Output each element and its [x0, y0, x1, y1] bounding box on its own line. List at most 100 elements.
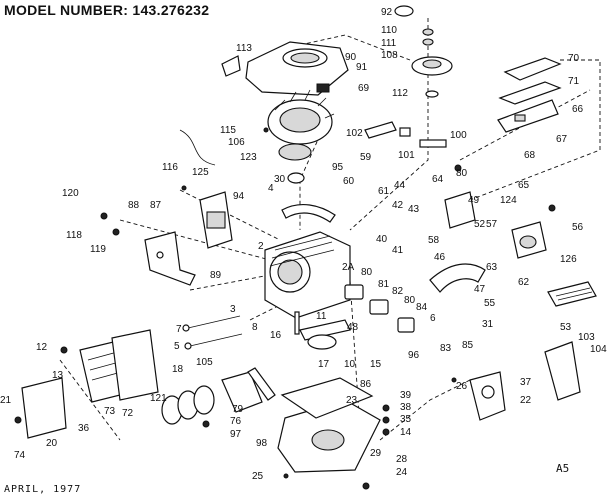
- piston-rings: [161, 371, 263, 425]
- part-callout-label: 104: [590, 344, 607, 355]
- crankshaft: [294, 311, 351, 350]
- part-callout-label: 49: [468, 195, 480, 206]
- part-callout-label: 126: [560, 254, 577, 265]
- gasket-set: [344, 284, 415, 333]
- part-callout-label: 92: [381, 7, 393, 18]
- part-callout-label: 80: [361, 267, 373, 278]
- part-callout-label: 30: [274, 174, 286, 185]
- part-callout-label: 43: [408, 204, 420, 215]
- part-callout-label: 3: [230, 304, 236, 315]
- part-callout-label: 111: [381, 38, 397, 49]
- part-callout-label: 69: [358, 83, 370, 94]
- cylinder-block: [264, 231, 351, 319]
- part-callout-label: 88: [128, 200, 140, 211]
- part-callout-label: 102: [346, 128, 363, 139]
- part-callout-label: 48: [347, 322, 359, 333]
- part-callout-label: 20: [46, 438, 58, 449]
- part-callout-label: 60: [343, 176, 355, 187]
- part-callout-label: 76: [230, 416, 242, 427]
- starter-cap-stack: [394, 5, 453, 98]
- part-callout-label: 62: [518, 277, 530, 288]
- part-callout-label: 80: [404, 295, 416, 306]
- part-callout-label: 37: [520, 377, 532, 388]
- part-callout-label: 23: [346, 395, 358, 406]
- part-callout-label: 11: [316, 311, 327, 322]
- part-callout-label: 2: [258, 241, 264, 252]
- part-callout-label: 103: [578, 332, 595, 343]
- part-callout-label: 12: [36, 342, 48, 353]
- part-callout-label: 96: [408, 350, 420, 361]
- ignition-coil: [199, 191, 233, 249]
- part-callout-label: 39: [400, 390, 412, 401]
- valves: [182, 315, 243, 350]
- part-callout-label: 120: [62, 188, 79, 199]
- part-callout-label: 106: [228, 137, 245, 148]
- part-callout-label: 46: [434, 252, 446, 263]
- fasteners: [14, 127, 556, 490]
- model-number-title: MODEL NUMBER: 143.276232: [4, 2, 210, 18]
- part-callout-label: 108: [381, 50, 398, 61]
- part-callout-label: 14: [400, 427, 412, 438]
- sheet-code: A5: [556, 462, 570, 475]
- part-callout-label: 26: [456, 381, 468, 392]
- part-callout-label: 18: [172, 364, 184, 375]
- part-callout-label: 59: [360, 152, 372, 163]
- part-callout-label: 97: [230, 429, 242, 440]
- part-callout-label: 4: [268, 183, 274, 194]
- part-callout-label: 100: [450, 130, 467, 141]
- part-callout-label: 105: [196, 357, 213, 368]
- part-callout-label: 7: [176, 324, 182, 335]
- part-callout-label: 67: [556, 134, 568, 145]
- part-callout-label: 63: [486, 262, 498, 273]
- ignition-wire: [179, 129, 216, 166]
- air-deflector: [281, 203, 336, 223]
- cover-gasket: [280, 377, 374, 419]
- part-callout-label: 118: [66, 230, 82, 241]
- part-callout-label: 81: [378, 279, 390, 290]
- part-callout-label: 38: [400, 402, 412, 413]
- part-callout-label: 82: [392, 286, 404, 297]
- part-callout-label: 44: [394, 180, 406, 191]
- part-callout-label: 15: [370, 359, 382, 370]
- part-callout-label: 84: [416, 302, 428, 313]
- throttle-bracket: [444, 191, 476, 229]
- part-callout-label: 86: [360, 379, 372, 390]
- part-callout-label: 21: [0, 395, 12, 406]
- part-callout-label: 123: [240, 152, 257, 163]
- part-callout-label: 16: [270, 330, 282, 341]
- part-callout-label: 41: [392, 245, 404, 256]
- carburetor: [511, 221, 547, 259]
- part-callout-label: 91: [356, 62, 368, 73]
- part-callout-label: 61: [378, 186, 390, 197]
- part-callout-label: 56: [572, 222, 584, 233]
- head-gasket: [111, 329, 159, 401]
- part-callout-label: 17: [318, 359, 330, 370]
- part-callout-label: 73: [104, 406, 116, 417]
- governor-assembly: [469, 371, 506, 421]
- part-callout-label: 94: [233, 191, 245, 202]
- part-callout-label: 5: [174, 341, 180, 352]
- part-callout-label: 119: [90, 244, 106, 255]
- part-callout-label: 125: [192, 167, 209, 178]
- part-callout-label: 115: [220, 125, 236, 136]
- part-callout-label: 24: [396, 467, 408, 478]
- part-callout-label: 121: [150, 393, 167, 404]
- part-callout-label: 47: [474, 284, 486, 295]
- crankcase-cover: [277, 399, 381, 473]
- part-callout-label: 116: [162, 162, 178, 173]
- air-cleaner-assembly: [497, 57, 562, 133]
- part-callout-label: 25: [252, 471, 264, 482]
- starter-clutch: [278, 143, 312, 184]
- blower-housing: [221, 41, 349, 96]
- part-callout-label: 68: [524, 150, 536, 161]
- part-callout-label: 6: [430, 313, 436, 324]
- part-callout-label: 83: [440, 343, 452, 354]
- part-callout-label: 65: [518, 180, 530, 191]
- part-callout-label: 10: [344, 359, 356, 370]
- part-callout-label: 13: [52, 370, 64, 381]
- part-callout-label: 89: [210, 270, 222, 281]
- part-callout-label: 22: [520, 395, 532, 406]
- part-callout-label: 64: [432, 174, 444, 185]
